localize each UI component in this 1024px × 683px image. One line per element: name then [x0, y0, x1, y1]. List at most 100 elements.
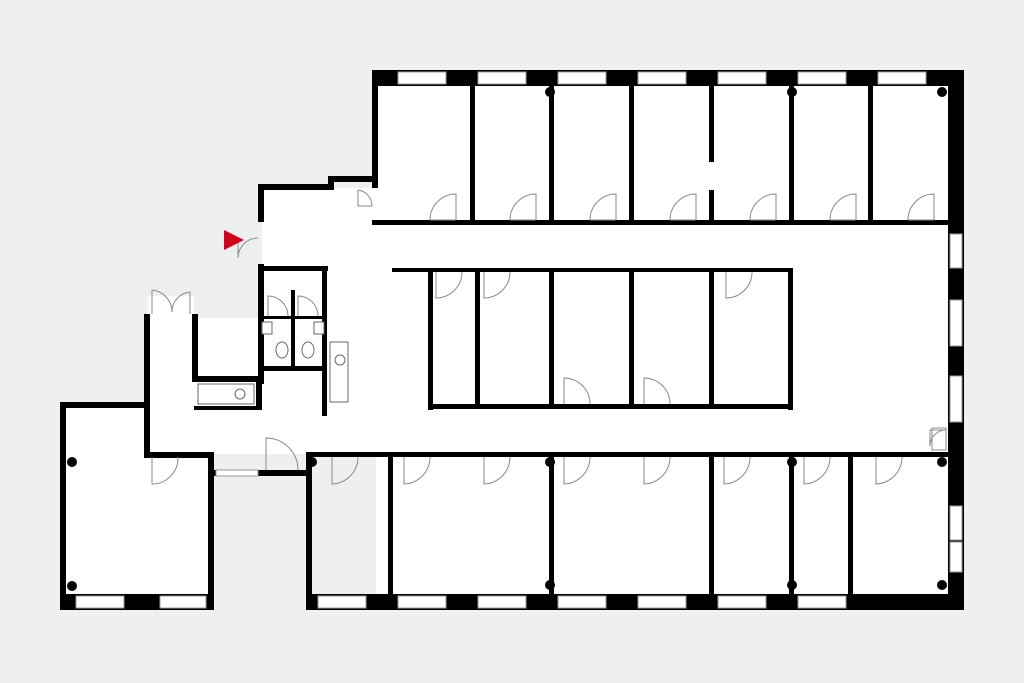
window — [477, 595, 527, 609]
island-north-wall — [392, 268, 792, 272]
door-swing — [483, 271, 511, 299]
door-swing — [171, 291, 191, 314]
window — [215, 469, 259, 477]
toilet — [301, 341, 315, 359]
column — [67, 457, 77, 467]
door-swing — [589, 193, 617, 221]
door-swing — [929, 429, 947, 447]
partition — [549, 84, 554, 224]
partition — [709, 452, 714, 598]
kitchenette-east-wall — [256, 376, 262, 410]
island-east-wall — [788, 268, 793, 410]
north-offices-corridor-wall — [372, 220, 952, 225]
sanitary-fixtures — [197, 321, 349, 405]
door-swing — [429, 193, 457, 221]
partition — [709, 190, 714, 224]
window — [797, 71, 847, 85]
kitchenette-counter — [197, 383, 255, 405]
partition — [388, 452, 393, 598]
door-swing — [907, 193, 935, 221]
west-entrance-floor — [148, 296, 194, 320]
west-room-north-wall — [144, 452, 214, 458]
partition — [709, 84, 714, 162]
column — [787, 87, 797, 97]
west-wing-east-wall — [192, 314, 198, 382]
window — [477, 71, 527, 85]
window — [949, 505, 963, 541]
column — [545, 580, 555, 590]
window — [877, 71, 927, 85]
window — [637, 595, 687, 609]
partition — [629, 84, 634, 224]
counter — [329, 341, 349, 403]
partition — [475, 268, 480, 408]
window — [397, 595, 447, 609]
restroom-east-wall — [322, 266, 327, 416]
window — [75, 595, 125, 609]
south-offices-corridor-wall — [306, 452, 952, 457]
west-room-east-wall — [208, 452, 214, 610]
island-south-wall — [428, 404, 793, 409]
door-swing — [403, 456, 431, 485]
partition — [709, 268, 714, 408]
window — [159, 595, 207, 609]
window — [949, 541, 963, 573]
red-triangle-entrance-icon — [224, 230, 244, 250]
entry-north-wall — [258, 184, 332, 190]
window — [637, 71, 687, 85]
partition — [470, 84, 475, 224]
door-swing — [151, 456, 179, 485]
door-swing — [723, 456, 751, 485]
doors — [151, 189, 947, 485]
restroom-south-wall — [258, 366, 326, 371]
column — [545, 457, 555, 467]
island-west-wall — [428, 268, 433, 410]
door-swing — [151, 289, 173, 314]
north-block-west-wall — [372, 70, 378, 188]
door-swing — [509, 193, 537, 221]
column — [787, 580, 797, 590]
window — [949, 299, 963, 347]
windows — [75, 71, 963, 609]
door-swing — [265, 437, 299, 471]
partition — [549, 268, 554, 408]
column — [937, 580, 947, 590]
south-block-west-wall — [306, 456, 312, 610]
columns — [67, 87, 947, 591]
door-swing — [357, 189, 373, 207]
column — [787, 457, 797, 467]
column — [67, 581, 77, 591]
kitchenette-south-wall — [194, 406, 262, 410]
door-swing — [875, 456, 903, 485]
partition — [789, 84, 794, 224]
sink — [234, 388, 246, 400]
door-swing — [829, 193, 857, 221]
door-swing — [725, 271, 753, 299]
window — [717, 71, 767, 85]
window — [397, 71, 447, 85]
kitchenette-north-wall — [192, 376, 262, 382]
door-swing — [749, 193, 777, 221]
south-corridor-wall — [210, 470, 310, 476]
restroom-partition — [291, 290, 295, 368]
window — [317, 595, 367, 609]
door-swing — [267, 295, 289, 317]
west-room-floor — [66, 406, 210, 604]
door-swing — [643, 456, 671, 485]
door-swing — [237, 237, 259, 259]
sink — [313, 321, 325, 335]
door-swing — [563, 377, 591, 405]
door-swing — [331, 456, 359, 485]
column — [307, 457, 317, 467]
toilet — [275, 341, 289, 359]
restroom-west-wall — [258, 264, 264, 384]
restroom-north-wall — [258, 266, 328, 271]
west-room-west-wall — [60, 402, 66, 610]
partition — [549, 452, 554, 598]
column — [937, 87, 947, 97]
west-wing-west-wall — [144, 314, 150, 456]
column — [937, 457, 947, 467]
partition — [848, 452, 853, 598]
